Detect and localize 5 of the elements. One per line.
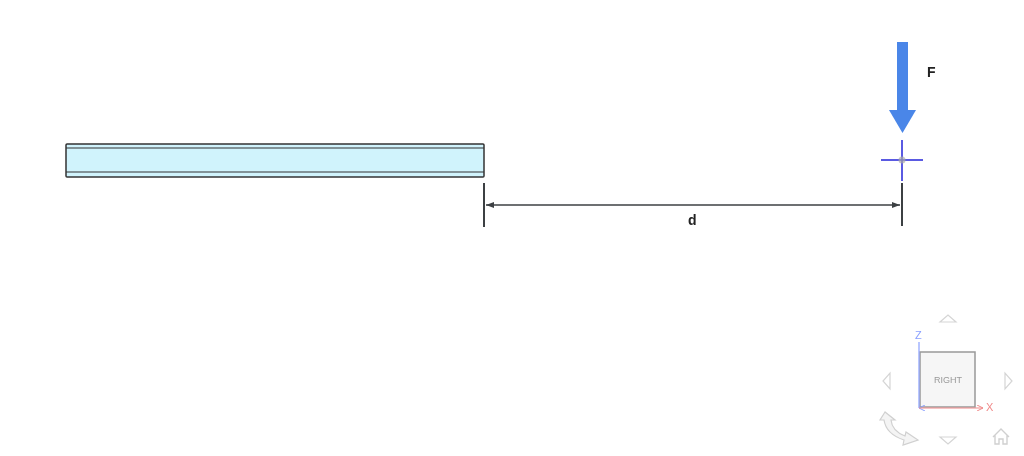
view-label: RIGHT — [934, 376, 962, 385]
force-label: F — [927, 65, 936, 79]
dimension-label: d — [688, 213, 697, 227]
axis-label: Z — [915, 330, 922, 341]
axis-label: X — [986, 402, 994, 413]
